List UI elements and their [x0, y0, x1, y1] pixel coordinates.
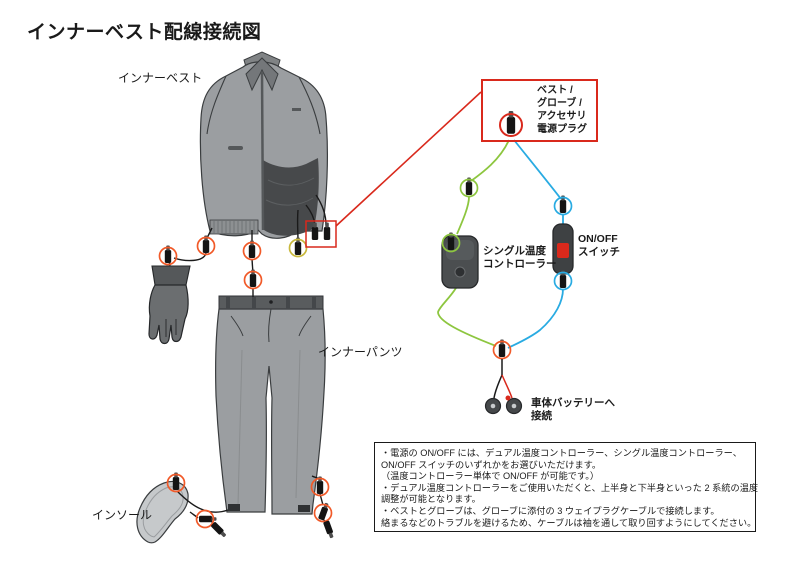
- inner-vest-label: インナーベスト: [118, 71, 203, 85]
- inner-pants-illustration: [215, 295, 326, 515]
- glove-illustration: [148, 260, 191, 345]
- vest-bottom-connector-icon: [242, 240, 262, 261]
- pants-ankle-plug-icon: [313, 502, 335, 539]
- junction-connector-icon: [492, 339, 512, 360]
- battery-connection-label: 車体バッテリーへ 接続: [531, 397, 615, 422]
- page-title: インナーベスト配線接続図: [27, 22, 262, 43]
- green-branch-connector-icon: [459, 177, 479, 198]
- insole-heel-connector-icon: [195, 509, 228, 539]
- note-line: ・電源の ON/OFF には、デュアル温度コントローラー、シングル温度コントロー…: [381, 448, 742, 458]
- vest-power-plug-pair-icon: [305, 220, 337, 248]
- power-plug-label: ベスト / グローブ / アクセサリ 電源プラグ: [537, 85, 587, 135]
- single-controller-label: シングル温度 コントローラー: [483, 245, 557, 270]
- insole-toe-connector-icon: [166, 472, 186, 493]
- insole-label: インソール: [92, 508, 153, 522]
- battery-ring-terminals-icon: [484, 395, 523, 415]
- wire-green: [437, 139, 510, 347]
- vest-lining-connector-icon: [288, 237, 308, 258]
- battery-lead-wires: [493, 359, 513, 399]
- switch-bottom-connector-icon: [553, 270, 573, 291]
- glove-connector-icon: [158, 245, 178, 266]
- note-line: ・デュアル温度コントローラーをご使用いただくと、上半身と下半身といった 2 系統…: [381, 482, 759, 493]
- pants-waist-connector-icon: [243, 269, 263, 290]
- pants-ankle-connector-icon: [310, 476, 330, 497]
- glove-cable-connector-icon: [196, 235, 216, 256]
- inner-vest-illustration: [199, 51, 328, 242]
- controller-connector-icon: [441, 232, 461, 253]
- note-line: （温度コントローラー単体で ON/OFF が可能です。）: [381, 471, 600, 482]
- note-line: ON/OFF スイッチのいずれかをお選びいただけます。: [381, 459, 602, 470]
- power-plug-callout-box: [481, 79, 598, 142]
- main-power-plug-icon: [499, 111, 523, 137]
- notes-box: ・電源の ON/OFF には、デュアル温度コントローラー、シングル温度コントロー…: [374, 442, 759, 532]
- note-line: 絡まるなどのトラブルを避けるため、ケーブルは袖を通して取り回すようにしてください…: [381, 517, 757, 528]
- power-plug-callout-line: [335, 91, 482, 227]
- note-line: ・ベストとグローブは、グローブに添付の 3 ウェイプラグケーブルで接続します。: [381, 505, 720, 516]
- note-line: 調整が可能となります。: [381, 494, 481, 505]
- inner-pants-label: インナーパンツ: [318, 345, 403, 359]
- wire-blue: [507, 139, 564, 349]
- blue-branch-connector-icon: [553, 195, 573, 216]
- onoff-switch-label: ON/OFF スイッチ: [578, 233, 620, 258]
